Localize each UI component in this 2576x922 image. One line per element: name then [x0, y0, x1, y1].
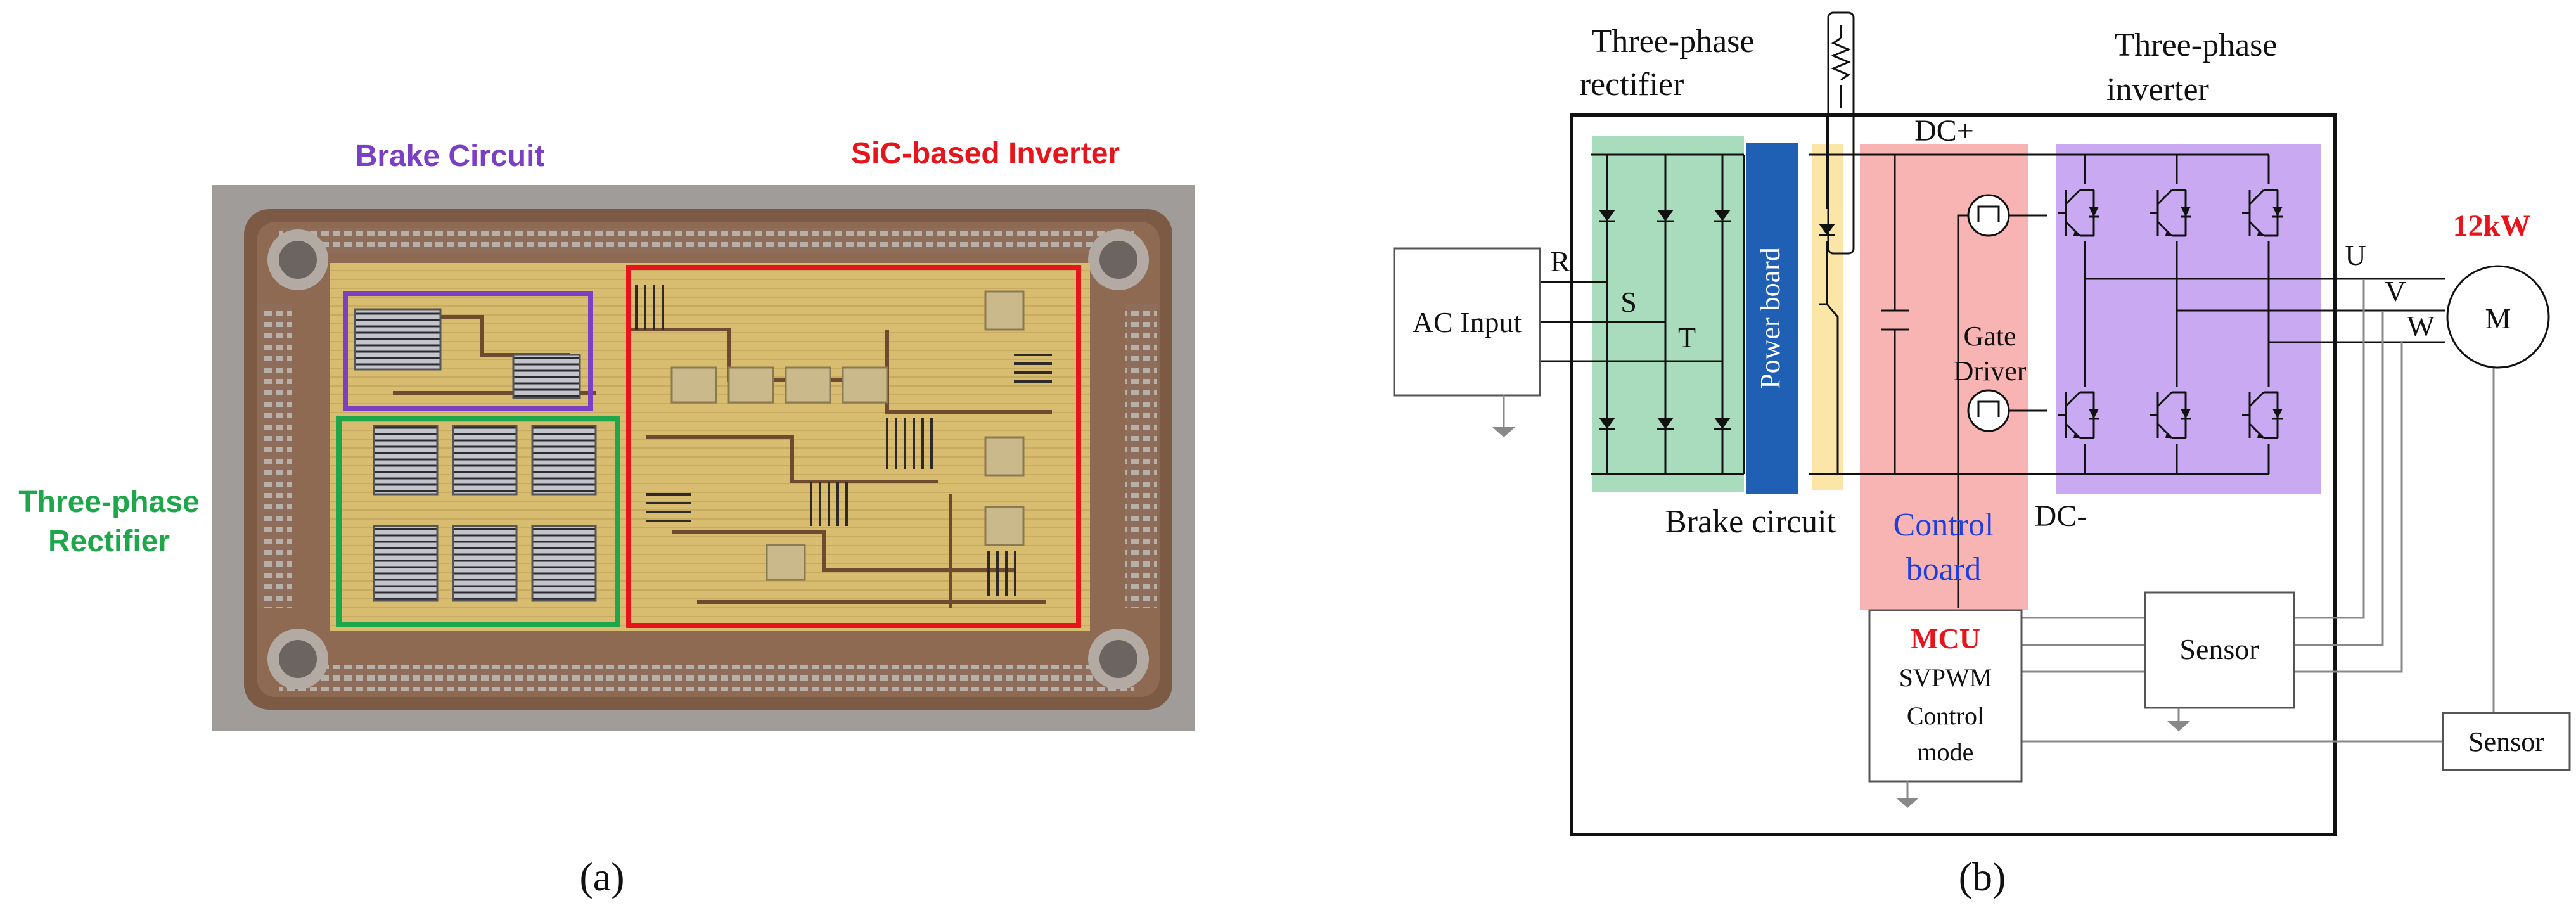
control-mode-label-1: Control: [1907, 701, 1984, 730]
gate-driver-label-1: Gate: [1963, 321, 2016, 352]
mounting-hole-icon: [267, 229, 328, 290]
inverter-switches: [2057, 184, 2293, 444]
brake-circuit-label: Brake Circuit: [356, 139, 545, 173]
brake-circuit-box: [343, 291, 593, 411]
ac-input-lines: [1540, 281, 1722, 362]
sensor-feedback-lines: [2022, 279, 2495, 743]
caption-b: (b): [1959, 854, 2006, 899]
inverter-title-2: inverter: [2106, 72, 2209, 108]
rectifier-title-2: rectifier: [1580, 67, 1684, 103]
ac-input-label: AC Input: [1413, 306, 1522, 338]
sensor-label-1: Sensor: [2179, 633, 2259, 665]
control-board-label-2: board: [1906, 551, 1981, 587]
mounting-hole-icon: [267, 629, 328, 689]
inverter-outputs: [2085, 278, 2445, 343]
dc-bus: [1860, 153, 2056, 475]
sensor-label-2: Sensor: [2468, 726, 2544, 757]
rectifier-label-line1: Three-phase: [18, 485, 199, 519]
sensor-box-1: [2144, 591, 2295, 709]
control-mode-label-2: mode: [1918, 738, 1974, 766]
out-v-label: V: [2385, 275, 2406, 307]
panel-a: Brake Circuit SiC-based Inverter Three-p…: [18, 137, 1195, 899]
sic-inverter-label: SiC-based Inverter: [851, 137, 1120, 170]
rectifier-box: [336, 416, 620, 627]
module-photo: [212, 185, 1195, 731]
sic-inverter-box: [626, 265, 1081, 628]
ground-icon: [2166, 710, 2191, 733]
motor-icon: [2446, 265, 2550, 369]
motor-label: M: [2485, 302, 2511, 335]
ground-icon: [1895, 786, 1920, 809]
power-board-region: [1746, 143, 1798, 494]
inverter-title-1: Three-phase: [2115, 27, 2278, 63]
rectifier-label-line2: Rectifier: [48, 525, 170, 558]
rectifier-title-1: Three-phase: [1592, 23, 1755, 60]
control-board-label-1: Control: [1894, 507, 1994, 543]
sensor-box-2: [2442, 712, 2571, 771]
mcu-label: MCU: [1911, 622, 1980, 655]
panel-b: AC Input R S T Power board Brake circuit: [1393, 11, 2571, 899]
power-rating-label: 12kW: [2453, 209, 2531, 243]
phase-t-label: T: [1678, 321, 1696, 354]
phase-s-label: S: [1620, 286, 1637, 318]
brake-circuit-label: Brake circuit: [1665, 504, 1836, 540]
mounting-hole-icon: [1088, 229, 1149, 290]
rectifier-region: [1592, 136, 1744, 492]
caption-a: (a): [579, 854, 624, 899]
phase-r-label: R: [1551, 245, 1570, 278]
power-board-label: Power board: [1755, 247, 1786, 389]
out-w-label: W: [2407, 310, 2435, 342]
gate-driver-label-2: Driver: [1954, 355, 2027, 387]
ac-input-box: [1393, 247, 1541, 397]
dc-minus-label: DC-: [2035, 499, 2087, 533]
gate-driver-top: [1957, 194, 2047, 608]
dc-plus-label: DC+: [1914, 114, 1974, 148]
gate-driver-bottom: [1967, 389, 2047, 432]
ground-icon: [1491, 416, 1516, 439]
brake-circuit: [1809, 11, 1860, 475]
mounting-hole-icon: [1088, 629, 1149, 689]
mcu-box: [1868, 609, 2023, 783]
system-frame: [1570, 113, 2337, 836]
svpwm-label: SVPWM: [1899, 663, 1992, 692]
out-u-label: U: [2345, 239, 2366, 271]
